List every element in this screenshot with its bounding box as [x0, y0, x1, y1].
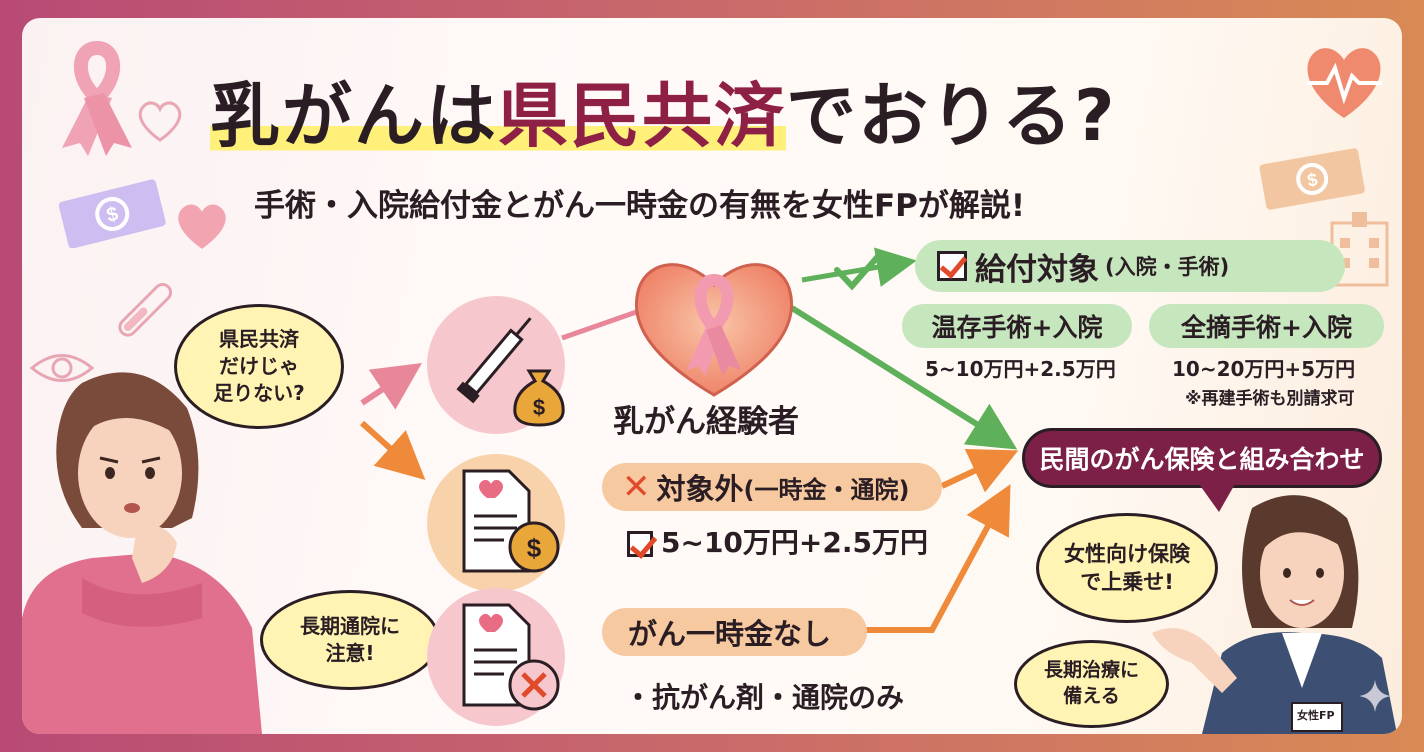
thought-line-3: 足りない?	[213, 381, 305, 405]
arrow-not-covered-to-banner	[940, 448, 1019, 493]
bubble2-line-1: 長期治療に	[1043, 659, 1139, 682]
heart-monitor-icon	[1307, 48, 1382, 119]
not-covered-sublabel: (一時金・通院)	[743, 475, 910, 504]
arrow-survivor-to-covered	[801, 247, 917, 287]
warning-line-1: 長期通院に	[300, 614, 400, 638]
svg-text:$: $	[1306, 169, 1319, 190]
banner-tail	[1199, 484, 1235, 512]
survivor-heart-icon	[634, 263, 794, 397]
not-covered-amount: 5~10万円+2.5万円	[661, 526, 928, 559]
bubble1-line-1: 女性向け保険	[1064, 541, 1190, 566]
dollar-coin-icon: $	[508, 521, 560, 573]
survivor-label: 乳がん経験者	[613, 404, 799, 440]
option2-amount: 10~20万円+5万円	[1172, 357, 1356, 381]
title-part-1: 乳がんは	[210, 75, 498, 157]
covered-label: 給付対象	[975, 251, 1099, 288]
women-insurance-bubble: 女性向け保険 で上乗せ!	[1036, 513, 1218, 623]
arrow-survivor-to-banner	[790, 305, 1018, 450]
thermometer-icon	[118, 282, 173, 337]
pink-ribbon-icon	[62, 40, 132, 156]
no-lump-sum-detail: ・抗がん剤・通院のみ	[624, 681, 905, 714]
eye-icon	[29, 354, 95, 382]
arrow-to-document	[359, 420, 426, 481]
title-part-3: でおりる?	[786, 75, 1117, 157]
option1-pill: 温存手術+入院	[902, 304, 1132, 348]
check-icon	[834, 251, 883, 291]
long-treatment-bubble: 長期治療に 備える	[1014, 640, 1169, 728]
not-covered-label: 対象外	[656, 472, 744, 506]
svg-text:$: $	[104, 203, 120, 227]
cross-circle-icon	[508, 659, 560, 711]
checkbox-icon	[937, 251, 967, 281]
not-covered-pill: ✕ 対象外(一時金・通院)	[602, 463, 942, 511]
bubble2-line-2: 備える	[1063, 685, 1120, 707]
option2-pill: 全摘手術+入院	[1149, 304, 1384, 348]
heart-icon	[178, 204, 226, 249]
title-highlight: 県民共済	[498, 75, 786, 157]
arrow-no-lump-to-banner	[862, 484, 1011, 633]
heart-icon	[138, 101, 182, 142]
page-subtitle: 手術・入院給付金とがん一時金の有無を女性FPが解説!	[254, 188, 1026, 224]
arrow-to-treatment	[360, 363, 422, 410]
checkbox-icon	[627, 531, 653, 557]
warning-bubble: 長期通院に 注意!	[260, 590, 440, 690]
reconstruction-note: ※再建手術も別請求可	[1185, 389, 1355, 409]
covered-pill: 給付対象(入院・手術)	[915, 240, 1345, 292]
warning-line-2: 注意!	[325, 641, 375, 665]
page-title: 乳がんは県民共済でおりる?	[210, 60, 1117, 161]
not-covered-amount-row: 5~10万円+2.5万円	[627, 521, 928, 561]
thought-line-1: 県民共済	[218, 327, 299, 351]
worried-woman-illustration	[22, 372, 262, 734]
advisor-badge: 女性FP	[1297, 709, 1335, 722]
svg-text:$: $	[527, 533, 542, 563]
x-mark-icon: ✕	[622, 467, 651, 507]
thought-line-2: だけじゃ	[218, 354, 299, 378]
combine-insurance-banner: 民間のがん保険と組み合わせ	[1022, 428, 1382, 488]
infographic-card: $ $ 乳がんは県民共済でおりる? 手術・入院給付金とがん一時金の有無を女性FP…	[22, 18, 1402, 734]
hospital-icon	[1330, 212, 1389, 287]
thought-bubble: 県民共済 だけじゃ 足りない?	[174, 304, 344, 429]
option1-amount: 5~10万円+2.5万円	[925, 357, 1116, 381]
money-bill-icon: $	[1259, 148, 1365, 210]
bubble1-line-2: で上乗せ!	[1080, 570, 1174, 594]
money-bill-icon: $	[58, 179, 166, 248]
syringe-icon	[456, 317, 532, 404]
advisor-woman-illustration	[1152, 495, 1397, 734]
no-lump-sum-pill: がん一時金なし	[602, 608, 867, 656]
money-bag-icon: $	[513, 369, 565, 427]
sparkle-icon	[1359, 680, 1391, 712]
covered-sublabel: (入院・手術)	[1105, 255, 1230, 279]
svg-text:$: $	[533, 395, 545, 420]
